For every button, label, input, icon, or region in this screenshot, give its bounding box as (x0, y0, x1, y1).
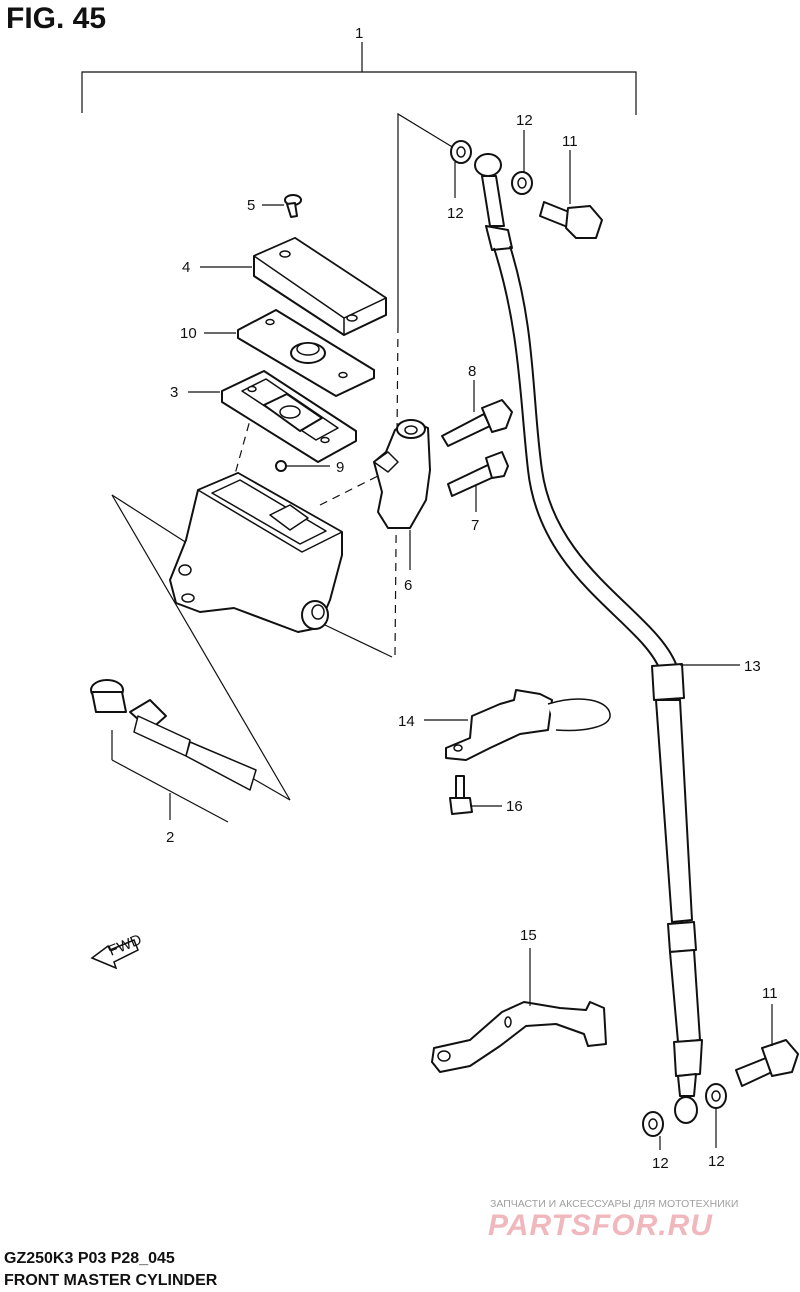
callout-3: 3 (170, 384, 178, 401)
part-banjo-bolt-bottom (735, 1004, 799, 1087)
callout-5: 5 (247, 197, 255, 214)
part-bracket (431, 948, 607, 1073)
callout-14: 14 (398, 713, 415, 730)
watermark-brand: PARTSFOR.RU (488, 1209, 713, 1242)
part-piston-kit (90, 679, 257, 823)
section-name: FRONT MASTER CYLINDER (4, 1272, 218, 1289)
callout-8: 8 (468, 363, 476, 380)
model-code: GZ250K3 P03 P28_045 (4, 1250, 175, 1267)
part-bolt-8 (441, 380, 513, 447)
callout-4: 4 (182, 259, 190, 276)
callout-7: 7 (471, 517, 479, 534)
part-bolt-16 (449, 775, 502, 815)
part-master-cylinder-body (169, 472, 343, 633)
part-clamp (373, 419, 431, 570)
callout-11-top: 11 (562, 133, 578, 150)
figure-title: FIG. 45 (6, 2, 107, 35)
callout-15: 15 (520, 927, 537, 944)
part-brake-hose (474, 153, 740, 1124)
watermark-caption: ЗАПЧАСТИ И АКСЕССУАРЫ ДЛЯ МОТОТЕХНИКИ (490, 1198, 739, 1210)
callout-9: 9 (336, 459, 344, 476)
forward-arrow-icon: FWD (90, 931, 144, 970)
callout-12-bottom-right: 12 (708, 1153, 725, 1170)
callout-12-top-left: 12 (447, 205, 464, 222)
callout-1: 1 (355, 25, 363, 42)
group-bracket (81, 42, 637, 115)
part-diaphragm (188, 370, 357, 463)
callout-10: 10 (180, 325, 197, 342)
callout-6: 6 (404, 577, 412, 594)
part-reservoir-cap (200, 237, 387, 336)
callout-12-bottom-left: 12 (652, 1155, 669, 1172)
part-banjo-bolt-top (539, 150, 603, 239)
callout-12-top-right: 12 (516, 112, 533, 129)
callout-2: 2 (166, 829, 174, 846)
part-small-cap (275, 460, 330, 472)
part-screw (262, 194, 302, 218)
callout-11-bottom: 11 (762, 985, 778, 1002)
callout-13: 13 (744, 658, 761, 675)
callout-16: 16 (506, 798, 523, 815)
part-washers-top (450, 130, 533, 198)
part-plate (204, 309, 375, 397)
part-bolt-7 (447, 451, 509, 512)
part-hose-clamp (424, 689, 611, 761)
part-washers-bottom (642, 1083, 727, 1150)
assembly-outline (111, 112, 455, 801)
